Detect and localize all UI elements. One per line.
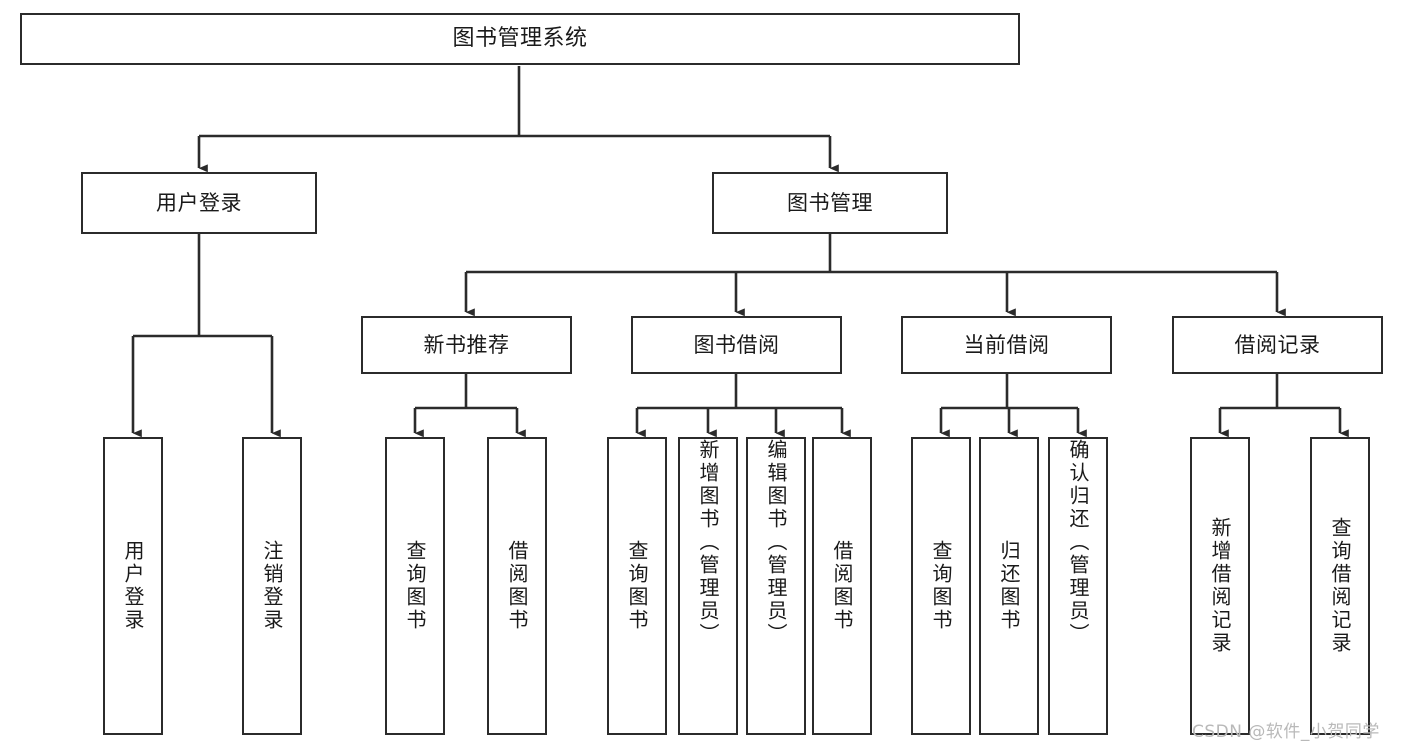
node-user-login[interactable]: 用户登录 — [81, 172, 317, 234]
leaf-user-login-logout[interactable]: 注销登录 — [242, 437, 302, 735]
leaf-book-borrow-add[interactable]: 新增图书（管理员） — [678, 437, 738, 735]
leaf-label: 归还图书 — [997, 540, 1021, 632]
leaf-label: 用户登录 — [121, 540, 145, 632]
leaf-label: 查询图书 — [929, 540, 953, 632]
leaf-label: 注销登录 — [260, 540, 284, 632]
node-root-book-management-system[interactable]: 图书管理系统 — [20, 13, 1020, 65]
leaf-label: 编辑图书（管理员） — [764, 439, 788, 646]
node-user-login-label: 用户登录 — [156, 190, 242, 215]
node-book-management-label: 图书管理 — [787, 190, 873, 215]
leaf-current-borrow-return[interactable]: 归还图书 — [979, 437, 1039, 735]
leaf-current-borrow-query[interactable]: 查询图书 — [911, 437, 971, 735]
leaf-label: 借阅图书 — [830, 540, 854, 632]
leaf-label: 查询图书 — [403, 540, 427, 632]
node-current-borrow[interactable]: 当前借阅 — [901, 316, 1112, 374]
leaf-label: 新增图书（管理员） — [696, 439, 720, 646]
leaf-new-book-query[interactable]: 查询图书 — [385, 437, 445, 735]
leaf-book-borrow-query[interactable]: 查询图书 — [607, 437, 667, 735]
node-current-borrow-label: 当前借阅 — [963, 332, 1050, 357]
leaf-label: 借阅图书 — [505, 540, 529, 632]
leaf-borrow-record-query[interactable]: 查询借阅记录 — [1310, 437, 1370, 735]
leaf-label: 查询借阅记录 — [1328, 517, 1352, 655]
csdn-watermark: CSDN @软件_小贺同学 — [1192, 722, 1380, 742]
node-root-label: 图书管理系统 — [452, 26, 588, 52]
node-new-book-recommend[interactable]: 新书推荐 — [361, 316, 572, 374]
leaf-label: 新增借阅记录 — [1208, 517, 1232, 655]
node-new-book-recommend-label: 新书推荐 — [423, 332, 510, 357]
leaf-current-borrow-confirm[interactable]: 确认归还（管理员） — [1048, 437, 1108, 735]
leaf-book-borrow-edit[interactable]: 编辑图书（管理员） — [746, 437, 806, 735]
leaf-new-book-borrow[interactable]: 借阅图书 — [487, 437, 547, 735]
leaf-borrow-record-add[interactable]: 新增借阅记录 — [1190, 437, 1250, 735]
leaf-label: 确认归还（管理员） — [1066, 439, 1090, 646]
node-borrow-record[interactable]: 借阅记录 — [1172, 316, 1383, 374]
node-book-borrow[interactable]: 图书借阅 — [631, 316, 842, 374]
leaf-book-borrow-borrow[interactable]: 借阅图书 — [812, 437, 872, 735]
leaf-user-login-login[interactable]: 用户登录 — [103, 437, 163, 735]
node-borrow-record-label: 借阅记录 — [1234, 332, 1321, 357]
node-book-borrow-label: 图书借阅 — [693, 332, 780, 357]
node-book-management[interactable]: 图书管理 — [712, 172, 948, 234]
leaf-label: 查询图书 — [625, 540, 649, 632]
